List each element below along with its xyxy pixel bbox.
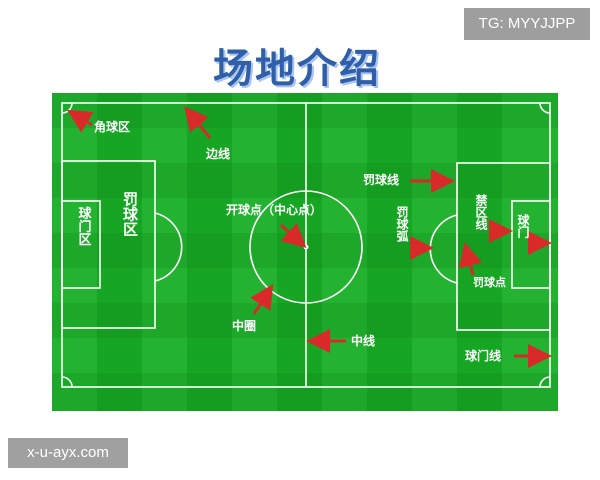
label-penalty-spot: 罚球点: [473, 275, 506, 289]
center-circle: [249, 190, 363, 304]
label-penalty-area: 罚球区: [121, 192, 139, 237]
arrow-center-circle: [250, 283, 274, 315]
page-title: 场地介绍: [213, 46, 381, 92]
arrow-touchline: [184, 106, 212, 139]
label-corner-area: 角球区: [94, 119, 130, 134]
label-goal-area: 球门区: [76, 206, 92, 247]
label-restricted-area-line: 禁区线: [474, 193, 488, 231]
grass-checks: [52, 93, 558, 411]
label-penalty-line: 罚球线: [363, 172, 399, 187]
arrow-penalty-spot: [458, 242, 483, 276]
label-goal-line: 球门线: [465, 348, 501, 363]
corner-arc-bottom-right: [539, 376, 551, 388]
watermark-top: TG: MYYJJPP: [464, 8, 590, 40]
label-center-circle: 中圈: [232, 318, 256, 333]
watermark-bottom: x-u-ayx.com: [8, 438, 128, 468]
arrow-kickoff-spot: [279, 223, 307, 249]
label-kickoff-spot: 开球点（中心点）: [226, 202, 322, 217]
corner-arc-bottom-left: [61, 376, 73, 388]
pointer-arrows: [66, 106, 552, 368]
label-touchline: 边线: [205, 146, 230, 161]
center-spot: [303, 244, 309, 250]
corner-arc-top-right: [539, 102, 551, 114]
label-halfway-line: 中线: [351, 333, 375, 348]
label-penalty-arc: 罚球弧: [395, 206, 409, 243]
left-penalty-arc: [154, 212, 183, 282]
label-goal: 球门: [516, 213, 530, 239]
left-goal-area: [61, 200, 101, 289]
arrow-corner-area: [66, 109, 94, 133]
